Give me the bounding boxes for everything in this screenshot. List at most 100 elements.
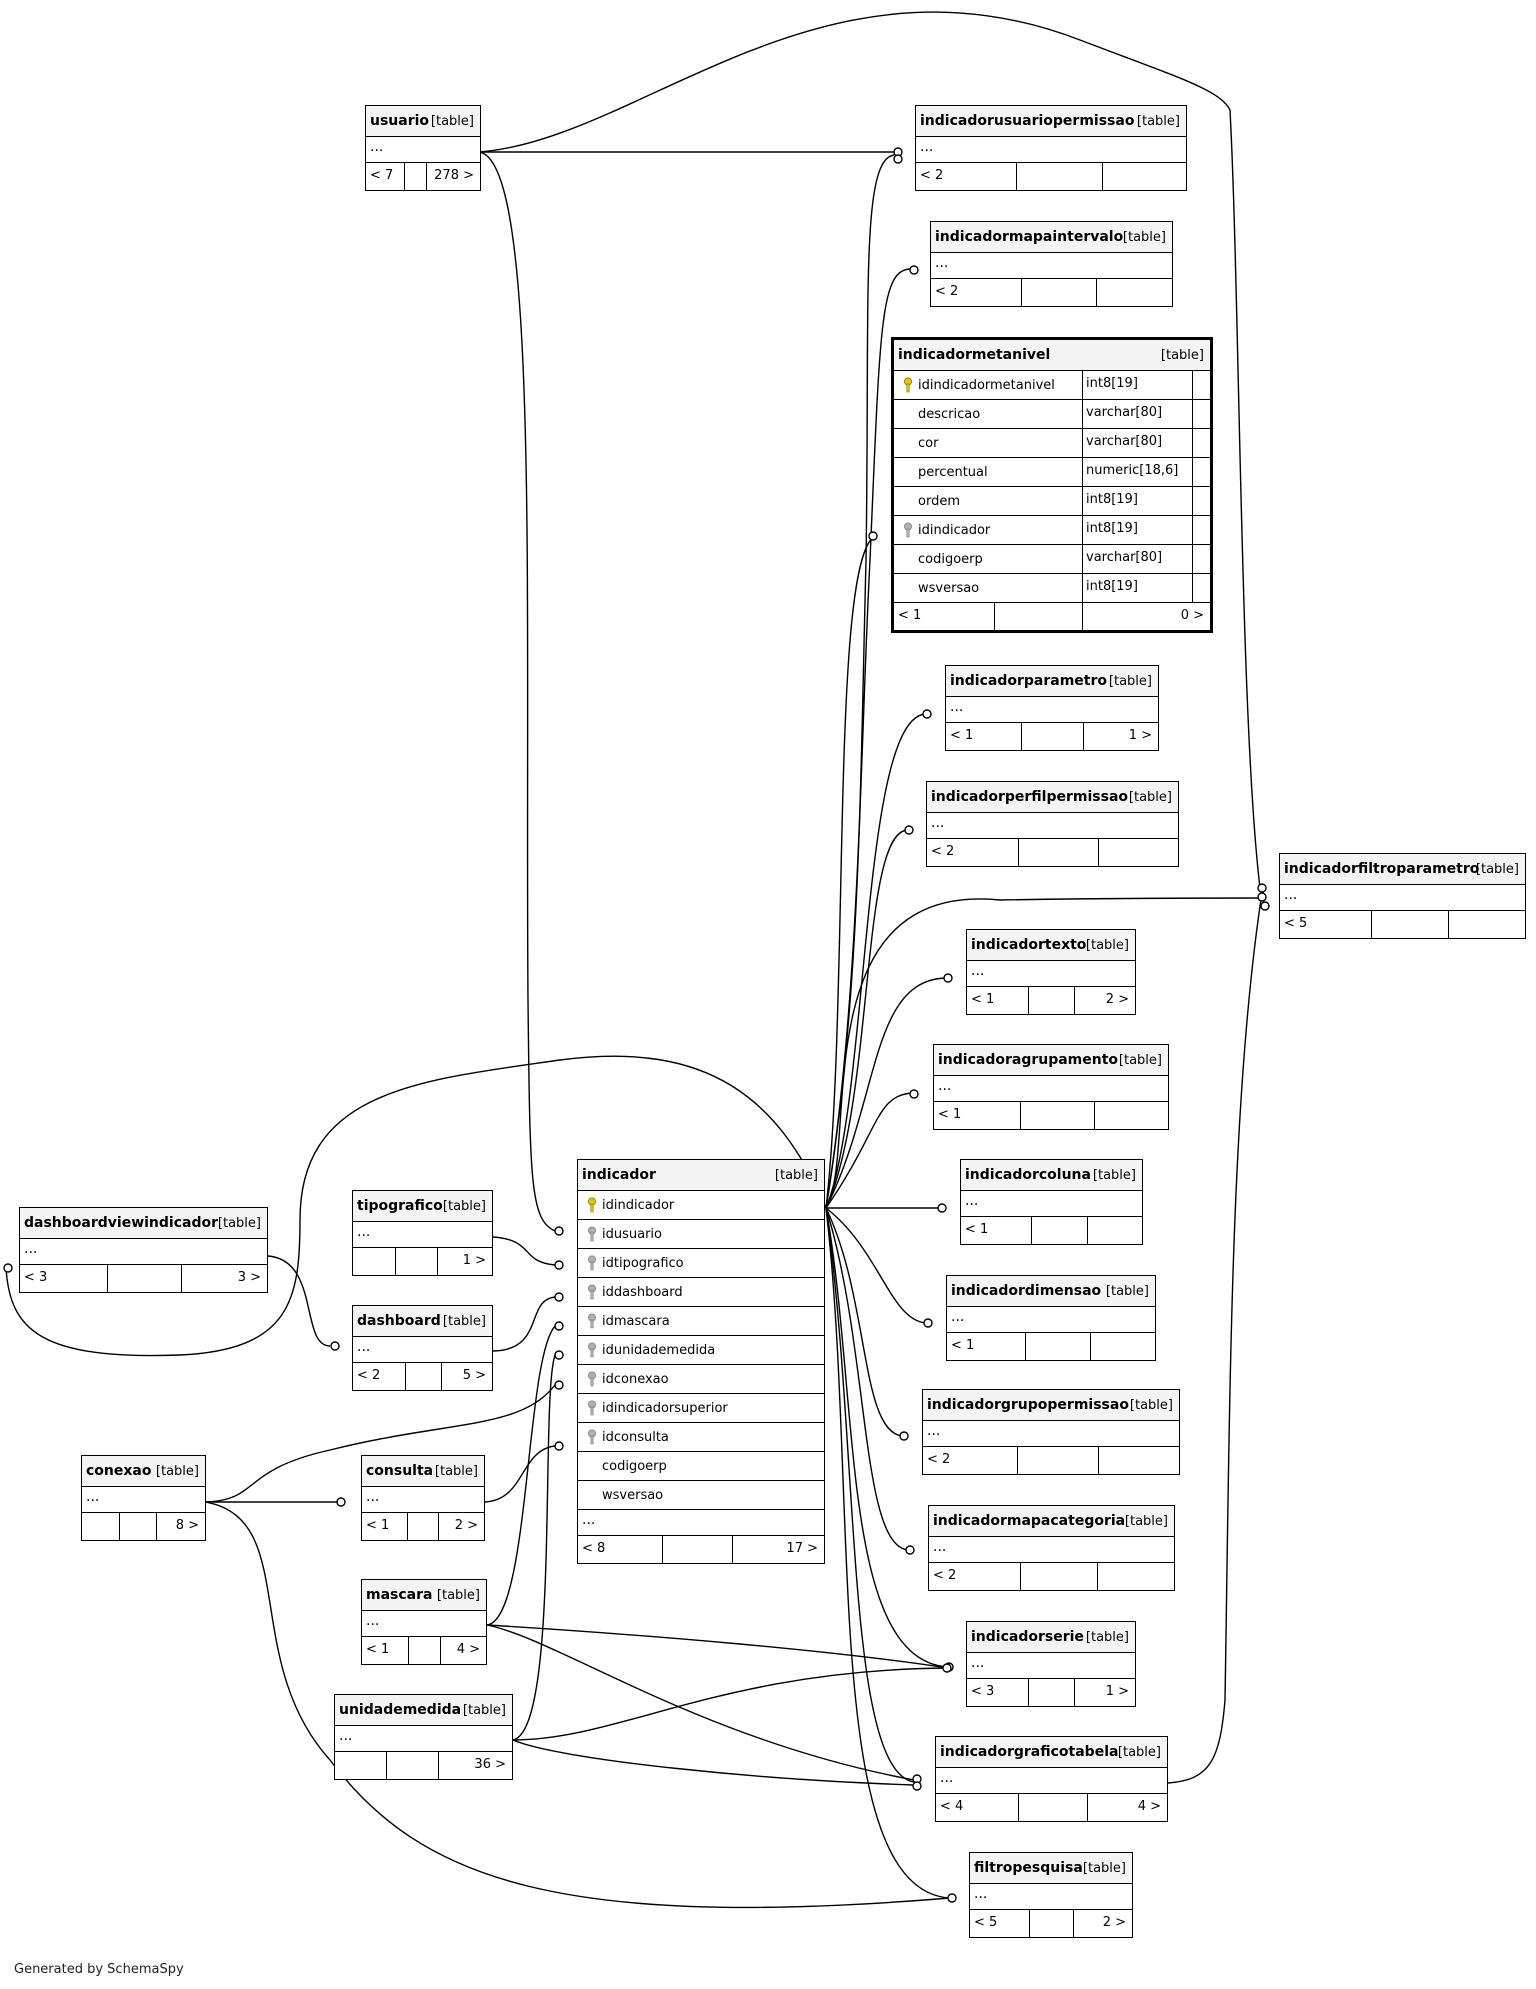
ellipsis: ... (933, 1539, 947, 1555)
foreign-key-icon (902, 522, 914, 538)
foreign-key-icon (586, 1226, 598, 1242)
column-name: cor (918, 436, 939, 451)
ellipsis: ... (940, 1770, 954, 1786)
table-indicadorgrupopermissao[interactable]: indicadorgrupopermissao[table] ... < 2 (922, 1389, 1180, 1475)
table-name: indicadorfiltroparametro (1284, 861, 1480, 877)
foreign-key-icon (586, 1342, 598, 1358)
column-name: codigoerp (918, 552, 983, 567)
ellipsis: ... (950, 699, 964, 715)
table-name: indicadorperfilpermissao (931, 789, 1129, 805)
edge-indicador-indicadortexto (825, 977, 947, 1209)
table-tag: [table] (1124, 1514, 1168, 1529)
primary-key-icon (902, 377, 914, 393)
foreign-key-icon (586, 1313, 598, 1329)
edge-mascara-indicador (486, 1325, 556, 1626)
children-count: 0 > (1180, 608, 1204, 623)
ellipsis: ... (357, 1339, 371, 1355)
column-name: idmascara (602, 1314, 670, 1329)
table-indicadormapaintervalo[interactable]: indicadormapaintervalo[table] ... < 2 (930, 221, 1173, 307)
table-name: indicadorgraficotabela (940, 1744, 1119, 1760)
edge-indicador-indicadordimensao (825, 1207, 927, 1324)
column-name: wsversao (918, 581, 980, 596)
table-indicadormetanivel[interactable]: indicadormetanivel[table] idindicadormet… (891, 337, 1213, 633)
table-indicadordimensao[interactable]: indicadordimensao[table] ... < 1 (946, 1275, 1156, 1361)
ellipsis: ... (357, 1224, 371, 1240)
table-indicadorfiltroparametro[interactable]: indicadorfiltroparametro[table] ... < 5 (1279, 853, 1526, 939)
table-name: indicadormapaintervalo (935, 229, 1124, 245)
table-name: indicadortexto (971, 937, 1087, 953)
table-conexao[interactable]: conexao[table] ... 8 > (81, 1455, 206, 1541)
parents-count: < 2 (357, 1368, 381, 1383)
table-unidademedida[interactable]: unidademedida[table] ... 36 > (334, 1694, 513, 1780)
table-tag: [table] (1108, 674, 1152, 689)
children-count: 1 > (1128, 728, 1152, 743)
table-indicadormapacategoria[interactable]: indicadormapacategoria[table] ... < 2 (928, 1505, 1175, 1591)
table-name: unidademedida (339, 1702, 462, 1718)
parents-count: < 1 (971, 992, 995, 1007)
ellipsis: ... (927, 1423, 941, 1439)
edge-usuario-indicadorfiltroparametro (478, 11, 1261, 889)
table-name: usuario (370, 113, 430, 129)
column-row-idmascara: idmascara (578, 1307, 824, 1336)
column-type: int8[19] (1086, 521, 1138, 536)
children-count: 2 > (454, 1518, 478, 1533)
table-tag: [table] (1475, 862, 1519, 877)
parents-count: < 1 (951, 1338, 975, 1353)
parents-count: < 1 (938, 1107, 962, 1122)
table-indicadoragrupamento[interactable]: indicadoragrupamento[table] ... < 1 (933, 1044, 1169, 1130)
table-indicadorperfilpermissao[interactable]: indicadorperfilpermissao[table] ... < 2 (926, 781, 1179, 867)
parents-count: < 1 (965, 1222, 989, 1237)
children-count: 8 > (175, 1518, 199, 1533)
parents-count: < 2 (933, 1568, 957, 1583)
parents-count: < 8 (582, 1541, 606, 1556)
table-indicadorcoluna[interactable]: indicadorcoluna[table] ... < 1 (960, 1159, 1143, 1245)
parents-count: < 3 (24, 1270, 48, 1285)
foreign-key-icon (586, 1371, 598, 1387)
ellipsis: ... (86, 1489, 100, 1505)
parents-count: < 1 (366, 1642, 390, 1657)
table-name: tipografico (357, 1198, 443, 1214)
parents-count: < 2 (927, 1452, 951, 1467)
column-row-wsversao: wsversao (578, 1481, 824, 1510)
children-count: 2 > (1102, 1915, 1126, 1930)
column-name: ordem (918, 494, 960, 509)
table-tag: [table] (1118, 1053, 1162, 1068)
column-name: descricao (918, 407, 981, 422)
children-count: 2 > (1105, 992, 1129, 1007)
edge-indicador-indicadorparametro (825, 713, 926, 1209)
table-tipografico[interactable]: tipografico[table] ... 1 > (352, 1190, 493, 1276)
ellipsis: ... (370, 139, 384, 155)
column-name: wsversao (602, 1488, 664, 1503)
table-indicadorusuariopermissao[interactable]: indicadorusuariopermissao[table] ... < 2 (915, 105, 1187, 191)
edge-indicador-indicadoragrupamento (825, 1092, 913, 1209)
column-name: idconsulta (602, 1430, 669, 1445)
column-name: idusuario (602, 1227, 662, 1242)
column-name: idtipografico (602, 1256, 684, 1271)
ellipsis: ... (938, 1078, 952, 1094)
ellipsis: ... (920, 139, 934, 155)
table-tag: [table] (1105, 1284, 1149, 1299)
table-tag: [table] (442, 1314, 486, 1329)
table-name: filtropesquisa (974, 1860, 1083, 1876)
parents-count: < 5 (974, 1915, 998, 1930)
column-name: idindicador (918, 523, 991, 538)
parents-count: < 1 (366, 1518, 390, 1533)
column-name: idindicadorsuperior (602, 1401, 728, 1416)
parents-count: < 2 (920, 168, 944, 183)
column-name: idunidademedida (602, 1343, 716, 1358)
column-row-iddashboard: iddashboard (578, 1278, 824, 1307)
table-tag: [table] (430, 114, 474, 129)
